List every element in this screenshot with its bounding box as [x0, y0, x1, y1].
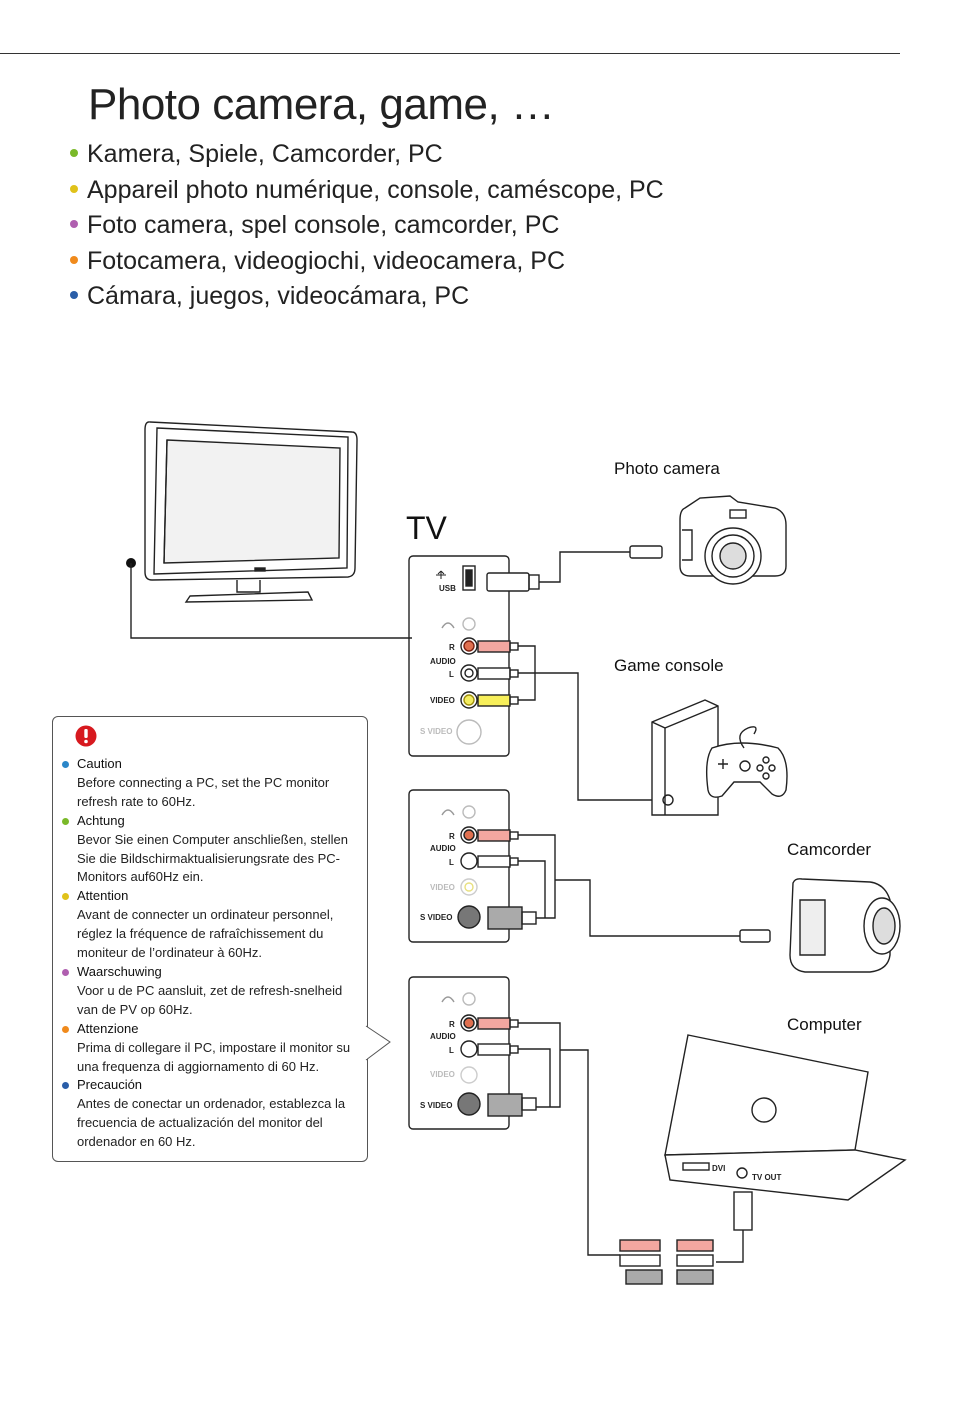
camcorder-label: Camcorder — [787, 840, 872, 859]
camcorder-icon — [789, 878, 901, 973]
port-label-dvi: DVI — [712, 1164, 725, 1173]
bullet-dot-icon — [62, 968, 69, 976]
bullet-dot-icon — [70, 291, 78, 300]
port-label-r-3: R — [449, 1020, 455, 1029]
tv-icon — [144, 421, 358, 603]
photo-camera-icon — [679, 495, 787, 585]
language-item-es: Cámara, juegos, videocámara, PC — [70, 279, 664, 315]
callout-pointer — [364, 1025, 391, 1061]
bullet-dot-icon — [70, 149, 78, 158]
exclamation-icon — [75, 725, 97, 747]
computer-label: Computer — [787, 1015, 862, 1034]
language-item-de: Kamera, Spiele, Camcorder, PC — [70, 137, 664, 173]
connection-diagram: USB R AUDIO L VIDEO S VIDEO R AUDIO L VI… — [126, 421, 907, 1285]
port-label-audio-2: AUDIO — [430, 844, 456, 853]
port-label-video: VIDEO — [430, 696, 455, 705]
port-label-svideo-3: S VIDEO — [420, 1101, 452, 1110]
computer-icon — [664, 1034, 907, 1231]
port-label-audio-3: AUDIO — [430, 1032, 456, 1041]
bullet-dot-icon — [62, 1082, 69, 1090]
port-label-video-3: VIDEO — [430, 1070, 455, 1079]
bullet-dot-icon — [62, 817, 69, 825]
language-item-it: Fotocamera, videogiochi, videocamera, PC — [70, 244, 664, 280]
game-console-icon — [651, 699, 788, 816]
photo-camera-label: Photo camera — [614, 459, 720, 478]
bullet-dot-icon — [70, 255, 78, 264]
port-label-tv-out: TV OUT — [752, 1173, 781, 1182]
port-label-l: L — [449, 670, 454, 679]
bullet-dot-icon — [62, 1025, 69, 1033]
language-list: Kamera, Spiele, Camcorder, PC Appareil p… — [70, 137, 664, 315]
port-label-r: R — [449, 643, 455, 652]
port-label-video-2: VIDEO — [430, 883, 455, 892]
game-console-label: Game console — [614, 656, 724, 675]
bullet-dot-icon — [62, 761, 69, 768]
bullet-dot-icon — [70, 184, 78, 193]
port-label-l-2: L — [449, 858, 454, 867]
top-rule — [0, 53, 900, 54]
port-label-svideo: S VIDEO — [420, 727, 452, 736]
bullet-dot-icon — [70, 220, 78, 229]
port-label-audio: AUDIO — [430, 657, 456, 666]
tv-label: TV — [406, 510, 447, 546]
port-label-usb: USB — [439, 584, 456, 593]
port-label-svideo-2: S VIDEO — [420, 913, 452, 922]
page-title: Photo camera, game, … — [88, 80, 555, 129]
language-item-fr: Appareil photo numérique, console, camés… — [70, 173, 664, 209]
language-item-nl: Foto camera, spel console, camcorder, PC — [70, 208, 664, 244]
bullet-dot-icon — [62, 893, 69, 901]
port-label-r-2: R — [449, 832, 455, 841]
port-label-l-3: L — [449, 1046, 454, 1055]
